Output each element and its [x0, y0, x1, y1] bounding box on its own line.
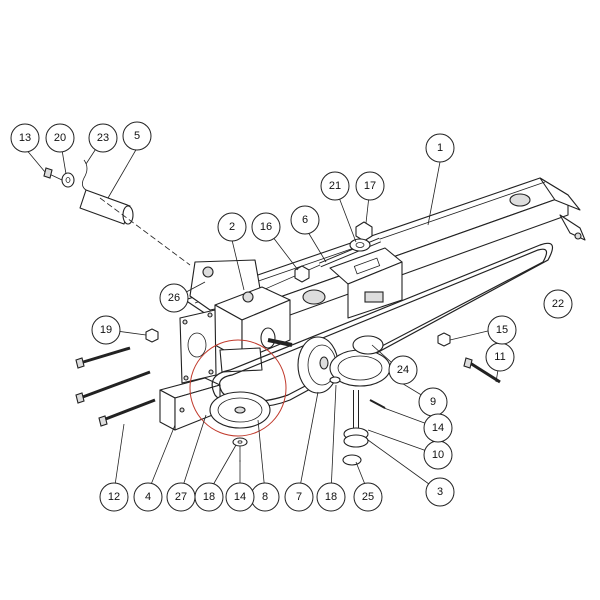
svg-text:27: 27	[175, 491, 187, 503]
svg-text:17: 17	[364, 180, 376, 192]
svg-text:24: 24	[397, 364, 409, 376]
nut-16	[294, 265, 310, 283]
nut-17	[355, 221, 373, 242]
svg-text:19: 19	[100, 324, 112, 336]
callout-21: 21	[320, 171, 350, 201]
highlight-circle	[189, 339, 287, 437]
callout-2: 2	[217, 212, 247, 242]
svg-text:1: 1	[437, 142, 443, 154]
callout-7: 7	[284, 482, 314, 512]
callout-18-left: 18	[194, 482, 224, 512]
bolt-11	[463, 357, 501, 384]
svg-text:2: 2	[229, 221, 235, 233]
nut-15	[437, 332, 451, 347]
shaft-5	[79, 189, 191, 266]
svg-text:22: 22	[552, 298, 564, 310]
callout-26: 26	[159, 283, 189, 313]
callout-18-right: 18	[316, 482, 346, 512]
callout-4: 4	[133, 482, 163, 512]
pin-23	[82, 159, 88, 191]
callout-22: 22	[543, 289, 573, 319]
svg-text:21: 21	[329, 180, 341, 192]
svg-text:11: 11	[494, 351, 505, 363]
svg-text:5: 5	[134, 130, 140, 142]
svg-text:18: 18	[203, 491, 215, 503]
pulley-7	[297, 336, 339, 394]
svg-text:6: 6	[302, 214, 308, 226]
callout-3: 3	[425, 477, 455, 507]
svg-text:7: 7	[296, 491, 302, 503]
svg-text:26: 26	[168, 292, 180, 304]
washer-18-right	[329, 376, 341, 384]
svg-text:25: 25	[362, 491, 374, 503]
callout-9: 9	[418, 387, 448, 417]
callout-19: 19	[91, 315, 121, 345]
svg-text:8: 8	[262, 491, 268, 503]
svg-text:18: 18	[325, 491, 337, 503]
svg-text:10: 10	[432, 449, 444, 461]
callout-1: 1	[425, 133, 455, 163]
callout-14-right: 14	[423, 413, 453, 443]
callout-20: 20	[45, 123, 75, 153]
callout-24: 24	[388, 355, 418, 385]
svg-text:15: 15	[496, 324, 508, 336]
svg-text:9: 9	[430, 396, 436, 408]
washer-21	[349, 238, 371, 252]
washer-18-left	[232, 437, 248, 447]
callout-16: 16	[251, 212, 281, 242]
callout-12: 12	[99, 482, 129, 512]
svg-text:3: 3	[437, 486, 443, 498]
callout-25: 25	[353, 482, 383, 512]
callout-13: 13	[10, 123, 40, 153]
svg-text:14: 14	[234, 491, 246, 503]
long-bolts-12	[75, 346, 156, 427]
callout-17: 17	[355, 171, 385, 201]
bolt-13	[43, 167, 63, 181]
motor-mount-plate	[179, 309, 217, 384]
callout-8: 8	[250, 482, 280, 512]
bolt-14-right	[369, 399, 386, 409]
callout-11: 11	[485, 342, 515, 372]
svg-text:20: 20	[54, 132, 66, 144]
callout-10: 10	[423, 440, 453, 470]
callout-15: 15	[487, 315, 517, 345]
washer-20	[61, 172, 75, 188]
gearbox	[214, 286, 293, 373]
svg-text:4: 4	[145, 491, 151, 503]
callout-5: 5	[122, 121, 152, 151]
svg-text:14: 14	[432, 422, 444, 434]
svg-text:13: 13	[19, 132, 31, 144]
svg-text:23: 23	[97, 132, 109, 144]
bearing-10	[343, 427, 369, 448]
callout-14-left: 14	[225, 482, 255, 512]
sprocket-8	[209, 391, 271, 429]
nut-19	[145, 328, 159, 343]
callout-23: 23	[88, 123, 118, 153]
retaining-ring-25	[342, 454, 362, 466]
callout-6: 6	[290, 205, 320, 235]
svg-text:16: 16	[260, 221, 272, 233]
svg-text:12: 12	[108, 491, 120, 503]
callout-27: 27	[166, 482, 196, 512]
